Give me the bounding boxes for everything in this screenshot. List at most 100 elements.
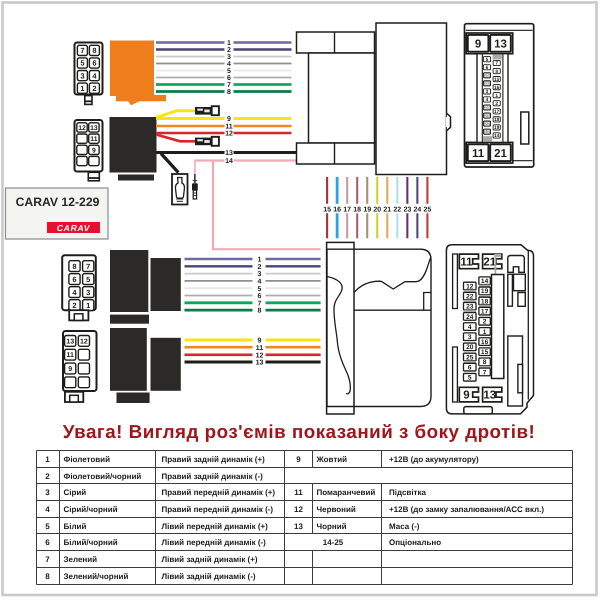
svg-text:23: 23	[466, 304, 474, 311]
svg-text:5: 5	[45, 522, 50, 531]
svg-text:7: 7	[45, 555, 50, 564]
svg-text:13: 13	[256, 360, 264, 367]
svg-text:11: 11	[294, 488, 303, 497]
svg-text:2: 2	[92, 84, 96, 93]
svg-text:CARAV: CARAV	[57, 223, 91, 233]
svg-text:11: 11	[460, 257, 473, 269]
svg-text:2: 2	[495, 101, 498, 107]
svg-text:15: 15	[323, 206, 331, 213]
svg-text:21: 21	[494, 148, 507, 160]
svg-text:Червоний: Червоний	[317, 505, 356, 514]
svg-text:Правий задній динамік (+): Правий задній динамік (+)	[162, 455, 266, 464]
svg-text:12: 12	[80, 338, 88, 345]
svg-text:5: 5	[468, 375, 472, 382]
svg-text:12: 12	[78, 125, 86, 132]
svg-text:9: 9	[92, 147, 96, 154]
svg-text:16: 16	[481, 339, 489, 346]
svg-text:1: 1	[86, 301, 90, 310]
svg-text:1: 1	[80, 84, 84, 93]
svg-text:16: 16	[494, 85, 500, 91]
svg-text:25: 25	[484, 73, 490, 79]
svg-text:13: 13	[483, 390, 496, 402]
svg-text:18: 18	[494, 117, 500, 123]
svg-text:3: 3	[227, 54, 231, 61]
svg-text:9: 9	[463, 390, 469, 402]
svg-text:9: 9	[258, 338, 262, 345]
svg-text:11: 11	[256, 345, 264, 352]
svg-text:11: 11	[66, 352, 74, 359]
svg-text:5: 5	[86, 275, 90, 284]
svg-text:2: 2	[45, 472, 50, 481]
svg-text:7: 7	[86, 262, 90, 271]
svg-text:3: 3	[45, 488, 50, 497]
svg-text:Правий передній динамік (+): Правий передній динамік (+)	[162, 488, 276, 497]
svg-text:Правий задній динамік (-): Правий задній динамік (-)	[162, 472, 264, 481]
svg-text:24: 24	[413, 206, 421, 213]
svg-text:6: 6	[72, 275, 76, 284]
svg-text:Лівий передній динамік (-): Лівий передній динамік (-)	[162, 538, 267, 547]
svg-text:8: 8	[227, 89, 231, 96]
svg-text:11: 11	[472, 148, 485, 160]
svg-text:Опціонально: Опціонально	[389, 538, 441, 547]
svg-text:6: 6	[45, 538, 50, 547]
svg-text:22: 22	[466, 294, 474, 301]
svg-text:4: 4	[45, 505, 50, 514]
svg-text:21: 21	[483, 257, 496, 269]
svg-text:20: 20	[484, 81, 490, 87]
svg-text:25: 25	[466, 354, 474, 361]
svg-text:8: 8	[495, 69, 498, 75]
svg-text:2: 2	[72, 301, 76, 310]
svg-text:18: 18	[481, 298, 489, 305]
svg-text:14: 14	[225, 158, 233, 165]
svg-text:19: 19	[363, 206, 371, 213]
svg-text:13: 13	[90, 125, 98, 132]
svg-text:Білий: Білий	[64, 522, 87, 531]
svg-text:25: 25	[424, 206, 432, 213]
svg-text:12: 12	[294, 505, 303, 514]
svg-text:Лівий передній динамік (+): Лівий передній динамік (+)	[162, 522, 269, 531]
svg-text:9: 9	[475, 38, 481, 50]
svg-text:13: 13	[66, 338, 74, 345]
svg-text:5: 5	[80, 59, 84, 68]
svg-text:Увага! Вигляд роз'ємів показан: Увага! Вигляд роз'ємів показаний з боку …	[63, 421, 536, 442]
svg-text:3: 3	[486, 89, 489, 95]
svg-text:9: 9	[227, 116, 231, 123]
svg-text:17: 17	[481, 308, 489, 315]
svg-text:1: 1	[45, 455, 50, 464]
svg-text:Жовтий: Жовтий	[316, 455, 348, 464]
svg-text:5: 5	[258, 286, 262, 293]
svg-text:6: 6	[468, 364, 472, 371]
svg-text:+12В (до замку запалювання/АСС: +12В (до замку запалювання/АСС вкл.)	[389, 505, 544, 514]
svg-text:7: 7	[483, 369, 487, 376]
svg-text:18: 18	[353, 206, 361, 213]
svg-text:1: 1	[258, 257, 262, 264]
svg-text:Підсвітка: Підсвітка	[389, 488, 426, 497]
svg-text:Лівий задній динамік (+): Лівий задній динамік (+)	[162, 555, 258, 564]
svg-text:24: 24	[466, 314, 474, 321]
svg-text:1: 1	[483, 329, 487, 336]
svg-text:6: 6	[92, 59, 96, 68]
svg-text:5: 5	[227, 68, 231, 75]
svg-text:7: 7	[495, 61, 498, 67]
svg-text:9: 9	[68, 366, 72, 373]
svg-text:20: 20	[373, 206, 381, 213]
svg-text:1: 1	[227, 40, 231, 47]
svg-text:Фіолетовий/чорний: Фіолетовий/чорний	[64, 472, 142, 481]
svg-text:19: 19	[494, 125, 500, 131]
svg-text:5: 5	[486, 57, 489, 63]
svg-text:14: 14	[481, 278, 489, 285]
svg-text:19: 19	[481, 288, 489, 295]
svg-text:15: 15	[494, 77, 500, 83]
svg-text:9: 9	[296, 455, 301, 464]
svg-text:Помаранчевий: Помаранчевий	[317, 488, 376, 497]
svg-text:4: 4	[258, 279, 262, 286]
svg-text:3: 3	[86, 288, 90, 297]
svg-text:4: 4	[227, 61, 231, 68]
svg-text:23: 23	[484, 113, 490, 119]
svg-text:13: 13	[494, 38, 507, 50]
svg-text:12: 12	[225, 131, 233, 138]
svg-text:22: 22	[484, 121, 490, 127]
svg-text:CARAV 12-229: CARAV 12-229	[16, 195, 100, 209]
svg-text:17: 17	[343, 206, 351, 213]
svg-text:14-25: 14-25	[323, 538, 344, 547]
